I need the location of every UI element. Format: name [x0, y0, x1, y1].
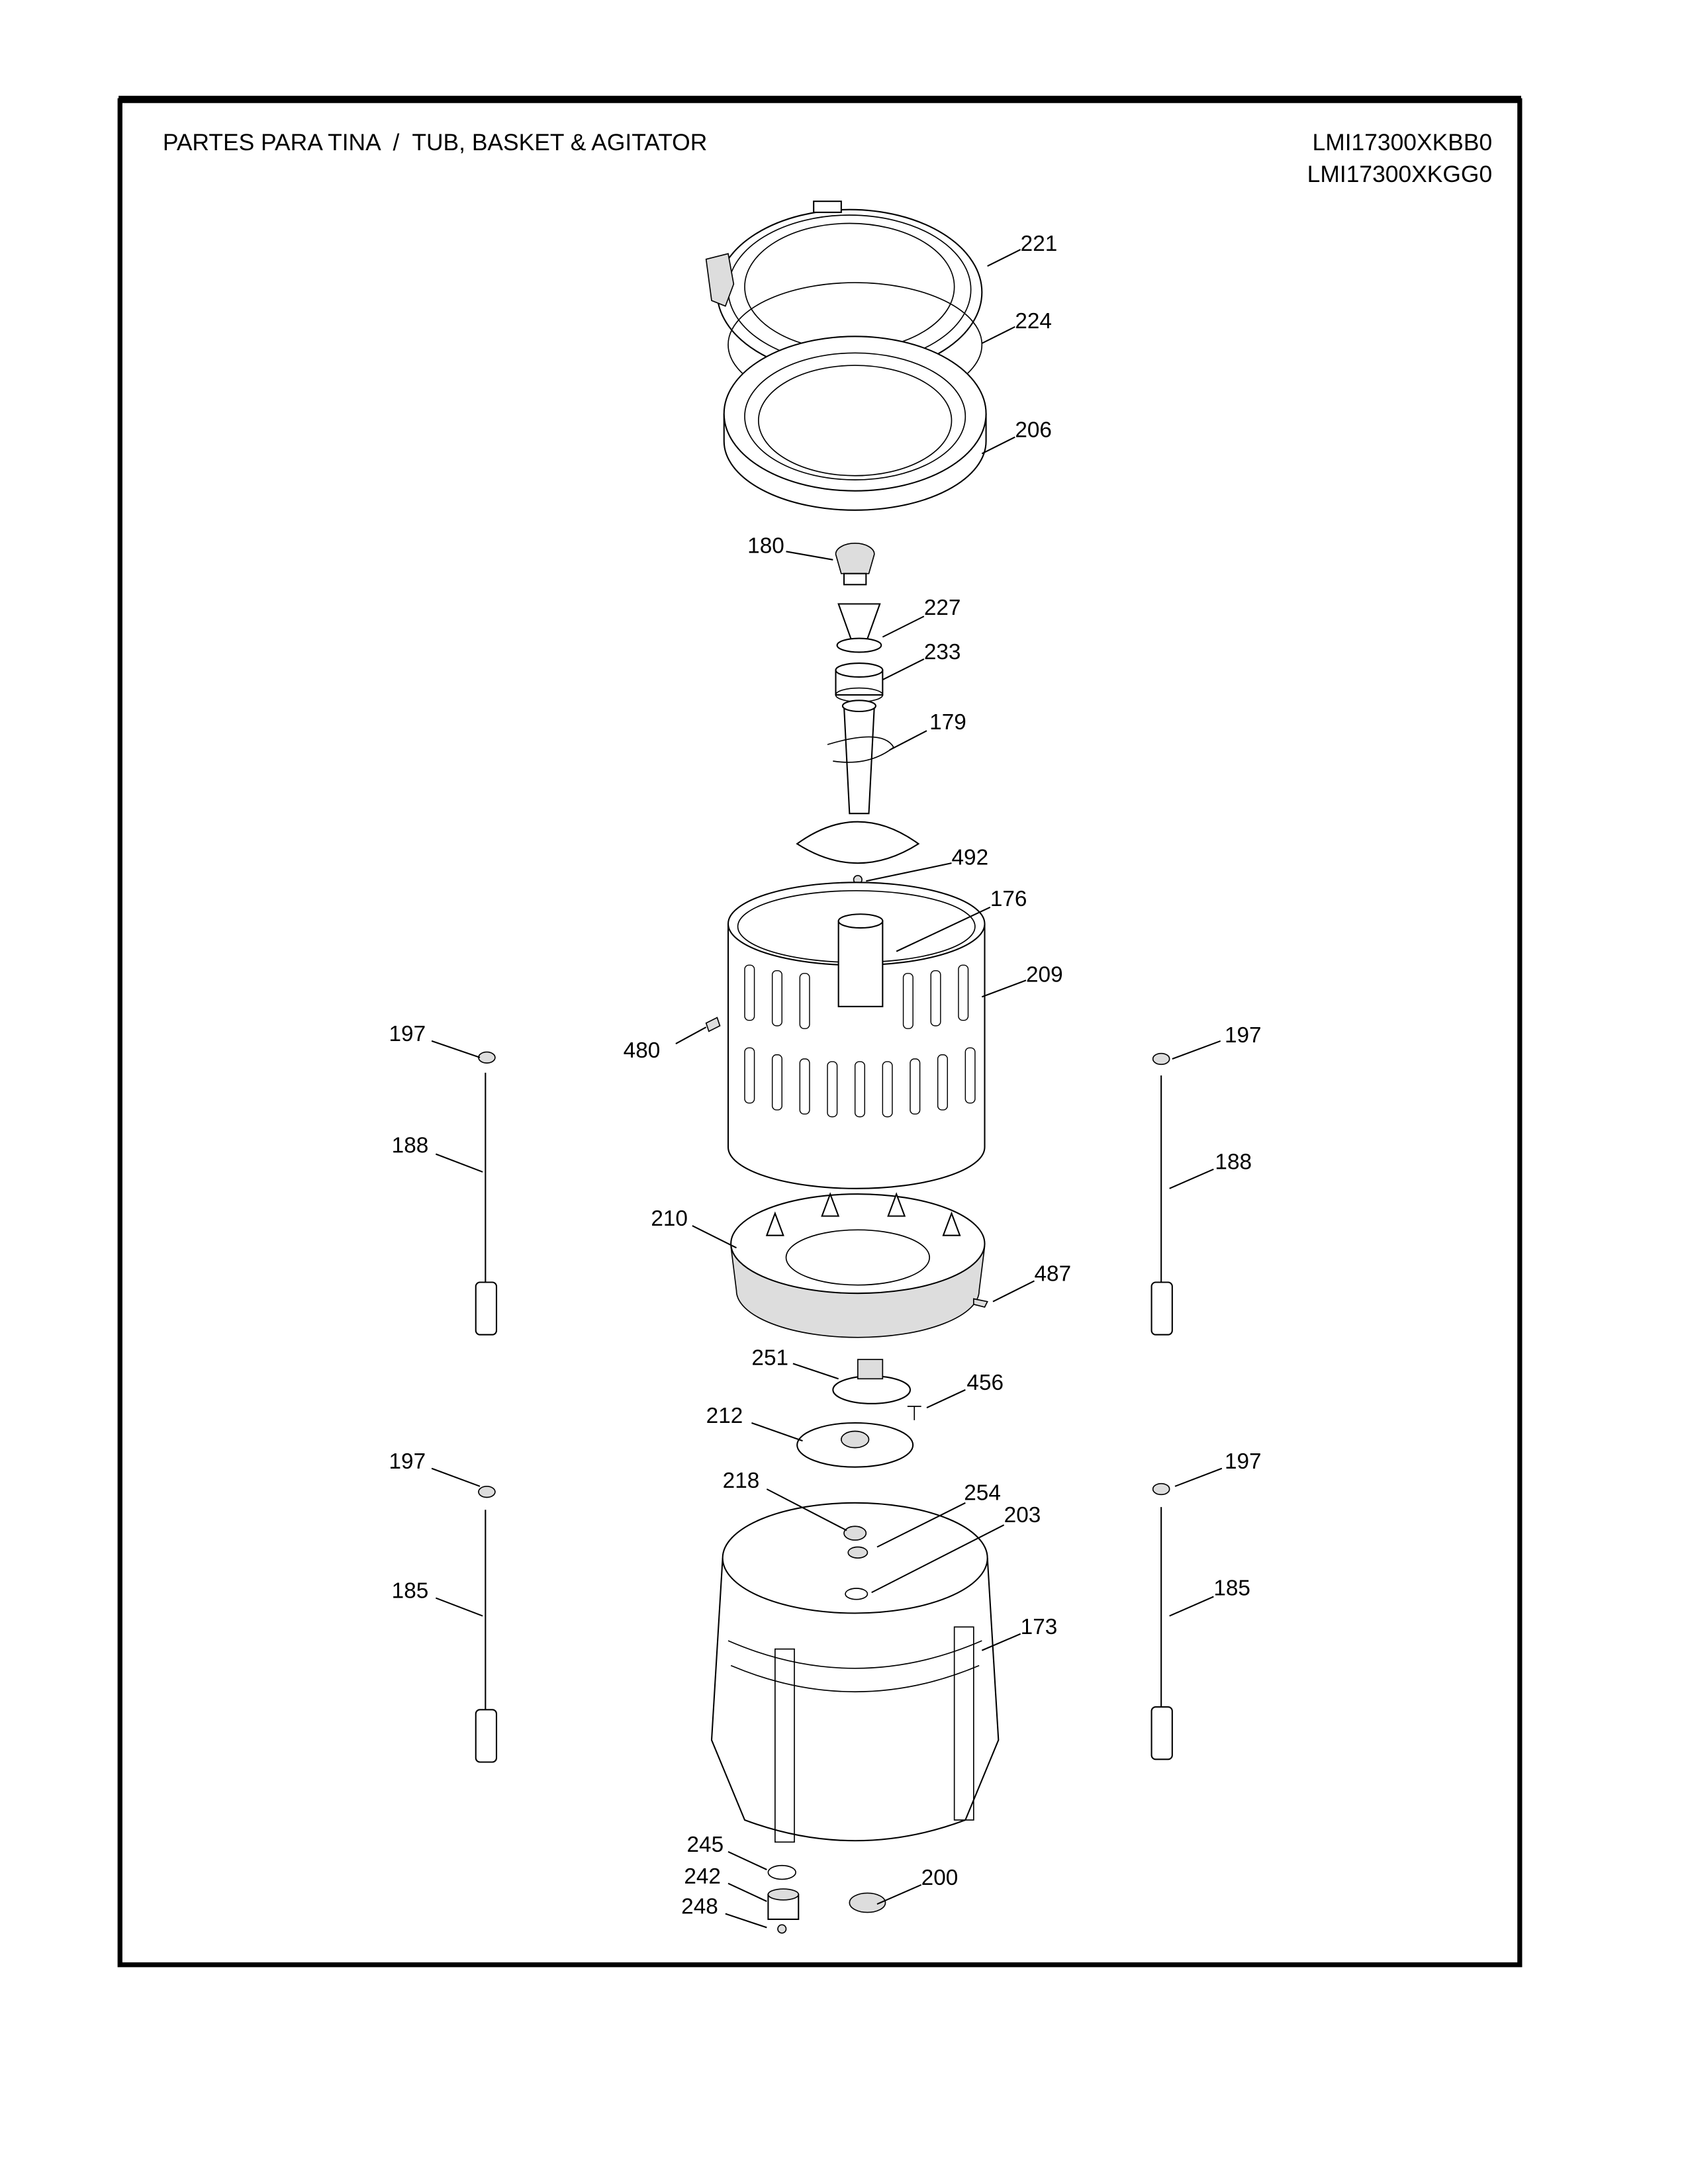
callout-254: 254 [964, 1481, 1001, 1506]
callout-248: 248 [681, 1895, 718, 1919]
callout-197-left-top: 197 [389, 1022, 426, 1046]
callout-203: 203 [1004, 1503, 1041, 1527]
part-179-agitator [796, 700, 920, 864]
part-180-agitator-cap [835, 543, 875, 586]
callout-188-right: 188 [1215, 1150, 1252, 1175]
part-206-balance-ring [723, 336, 987, 511]
leader-lines [431, 249, 1223, 1929]
model-number-1: LMI17300XKBB0 [1313, 129, 1493, 156]
callout-210: 210 [651, 1206, 688, 1231]
part-212-flange [796, 1422, 914, 1468]
callout-487: 487 [1035, 1261, 1072, 1286]
callout-labels: 221 224 206 180 227 233 179 492 176 209 … [389, 232, 1262, 1919]
part-210-pulsator [730, 1192, 986, 1338]
callout-224: 224 [1015, 309, 1052, 334]
callout-197-right-bottom: 197 [1225, 1449, 1262, 1474]
callout-209: 209 [1026, 962, 1063, 987]
part-248-nut [777, 1924, 787, 1934]
callout-218: 218 [723, 1469, 760, 1493]
callout-242: 242 [684, 1864, 721, 1889]
part-242-bushing [767, 1888, 800, 1921]
callout-188-left: 188 [392, 1134, 429, 1158]
part-227-cone [836, 603, 882, 653]
diagram-title: PARTES PARA TINA / TUB, BASKET & AGITATO… [163, 129, 707, 156]
callout-180: 180 [747, 533, 784, 558]
part-209-basket [727, 882, 986, 1189]
callout-227: 227 [924, 596, 961, 620]
callout-179: 179 [929, 710, 966, 735]
part-200-bearing [849, 1892, 886, 1913]
callout-221: 221 [1021, 232, 1058, 256]
part-487-screw [973, 1298, 988, 1308]
callout-233: 233 [924, 640, 961, 664]
callout-173: 173 [1021, 1615, 1058, 1639]
callout-185-right: 185 [1213, 1576, 1250, 1600]
callout-492: 492 [952, 845, 989, 870]
callout-197-left-bottom: 197 [389, 1449, 426, 1474]
callout-206: 206 [1015, 418, 1052, 442]
callout-251: 251 [751, 1346, 788, 1371]
part-456-screw [907, 1406, 921, 1420]
callout-212: 212 [706, 1404, 743, 1428]
callout-176: 176 [990, 887, 1027, 911]
part-173-outer-tub [710, 1502, 1000, 1843]
part-245-seal-ring [767, 1864, 796, 1880]
callout-197-right-top: 197 [1225, 1023, 1262, 1048]
model-number-2: LMI17300XKGG0 [1307, 161, 1492, 187]
part-480-screw [705, 1017, 721, 1032]
callout-480: 480 [624, 1038, 661, 1063]
callout-245: 245 [687, 1833, 724, 1857]
suspension-rods [475, 1051, 1173, 1763]
callout-185-left: 185 [392, 1579, 429, 1604]
callout-456: 456 [966, 1371, 1004, 1395]
part-233-coupler [835, 662, 884, 703]
part-176-hub [837, 913, 884, 1007]
callout-200: 200 [921, 1866, 959, 1890]
part-251-drive-hub [832, 1359, 912, 1404]
